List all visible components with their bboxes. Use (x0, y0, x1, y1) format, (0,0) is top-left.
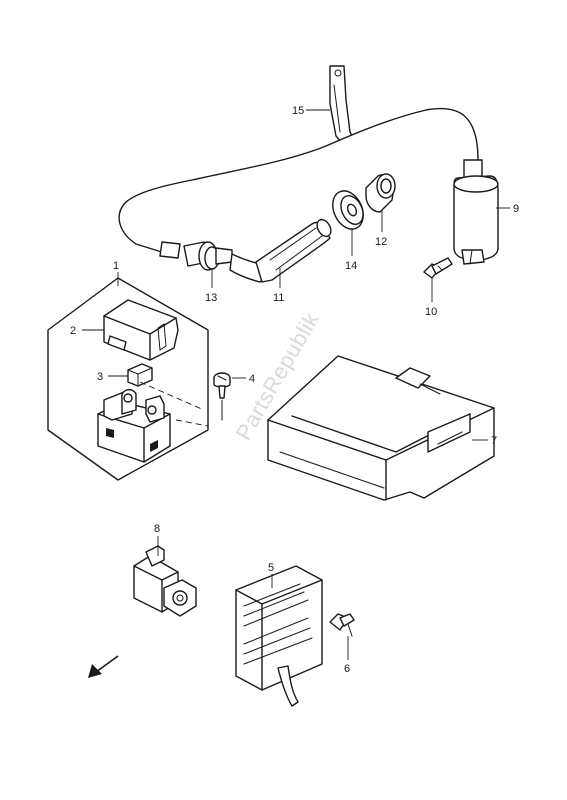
part-2-relay-cover (103, 299, 179, 361)
callout-13: 13 (205, 292, 217, 304)
part-13-grommet (183, 241, 233, 271)
callout-2: 2 (70, 325, 76, 337)
ignition-cable (118, 107, 479, 259)
callout-15: 15 (292, 105, 304, 117)
part-10-bolt (423, 257, 453, 279)
callout-3: 3 (97, 371, 103, 383)
part-14-seal (332, 190, 364, 230)
part-12-cap (365, 173, 396, 213)
callout-11: 11 (273, 292, 284, 304)
callout-12: 12 (375, 236, 387, 248)
callout-5: 5 (268, 562, 274, 574)
connection-line (175, 419, 209, 427)
part-5-regulator (235, 565, 323, 707)
callout-9: 9 (513, 203, 519, 215)
part-3-fuse (127, 363, 153, 387)
connection-line (139, 381, 205, 411)
callout-1: 1 (113, 260, 119, 272)
callout-10: 10 (425, 306, 437, 318)
part-8-connector (133, 545, 197, 617)
part-4-screw (213, 372, 231, 421)
part-9-ignition-coil (453, 159, 499, 265)
callout-14: 14 (345, 260, 357, 272)
leader-lines (82, 109, 510, 660)
callout-6: 6 (344, 663, 350, 675)
callout-8: 8 (154, 523, 160, 535)
callout-4: 4 (249, 373, 255, 385)
part-7-ecm (267, 355, 495, 501)
arrow-down-left-icon (88, 655, 119, 678)
starter-relay (97, 388, 171, 463)
callout-7: 7 (491, 435, 497, 447)
part-11-plug-cap (229, 218, 332, 283)
part-6-bolt (329, 613, 355, 637)
callouts: 15 1 2 3 4 13 11 14 12 9 10 7 8 5 6 (70, 105, 519, 675)
